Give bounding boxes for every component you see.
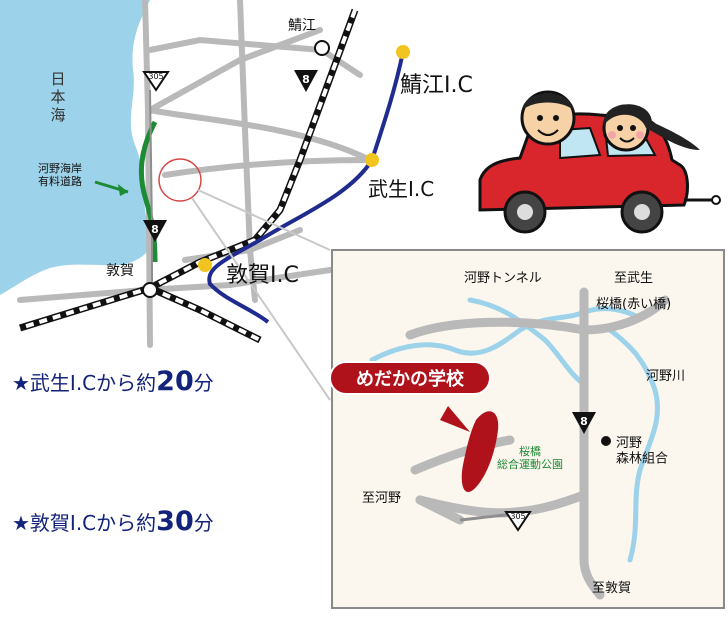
city-marker-sabae <box>314 40 330 56</box>
coastal-road-arrow-head <box>118 184 128 196</box>
sea-label: 日本海 <box>50 70 65 124</box>
ic-label-tsuruga: 敦賀I.C <box>226 263 299 288</box>
access-line-tsuruga: ★敦賀I.Cから約30分 <box>12 506 214 537</box>
ic-marker-sabae <box>396 45 410 59</box>
ic-marker-takefu <box>365 153 379 167</box>
svg-text:305: 305 <box>510 512 525 521</box>
school-pointer-arrow <box>440 406 470 432</box>
route-shield-305-main: 305 <box>142 71 170 92</box>
label-to-takefu: 至武生 <box>614 271 653 286</box>
car-illustration <box>478 90 721 234</box>
svg-text:8: 8 <box>580 415 588 428</box>
label-park: 桜橋総合運動公園 <box>497 444 563 471</box>
label-river: 河野川 <box>646 369 685 384</box>
inset-route-shield-305: 305 <box>504 511 532 532</box>
city-label-tsuruga: 敦賀 <box>106 263 134 279</box>
city-label-sabae: 鯖江 <box>288 18 316 34</box>
city-marker-tsuruga <box>142 282 158 298</box>
svg-text:305: 305 <box>148 72 163 81</box>
school-location <box>461 411 499 492</box>
svg-text:8: 8 <box>151 223 159 236</box>
local-roads <box>17 0 373 348</box>
forest-coop-marker <box>601 436 611 446</box>
ic-label-takefu: 武生I.C <box>368 177 434 201</box>
label-to-tsuruga: 至敦賀 <box>592 580 631 596</box>
label-tunnel: 河野トンネル <box>464 271 542 286</box>
label-to-kono: 至河野 <box>362 491 401 506</box>
coastal-road-label: 河野海岸有料道路 <box>38 161 82 188</box>
inset-route-shield-8: 8 <box>572 412 596 434</box>
expressway <box>207 51 405 324</box>
school-name-badge <box>329 361 491 395</box>
access-line-takefu: ★武生I.Cから約20分 <box>12 366 214 397</box>
label-bridge: 桜橋(赤い橋) <box>596 297 671 312</box>
school-name: めだかの学校 <box>356 368 465 390</box>
route-shield-8-south: 8 <box>143 220 167 242</box>
zoom-area-circle <box>158 158 202 202</box>
sea-area <box>0 0 152 295</box>
svg-text:8: 8 <box>302 73 310 86</box>
ic-label-sabae: 鯖江I.C <box>400 73 473 98</box>
label-forest-coop: 河野森林組合 <box>616 436 668 467</box>
route-shield-8-north: 8 <box>294 70 318 92</box>
ic-marker-tsuruga <box>198 258 212 272</box>
zoom-leader-lines <box>191 189 331 401</box>
